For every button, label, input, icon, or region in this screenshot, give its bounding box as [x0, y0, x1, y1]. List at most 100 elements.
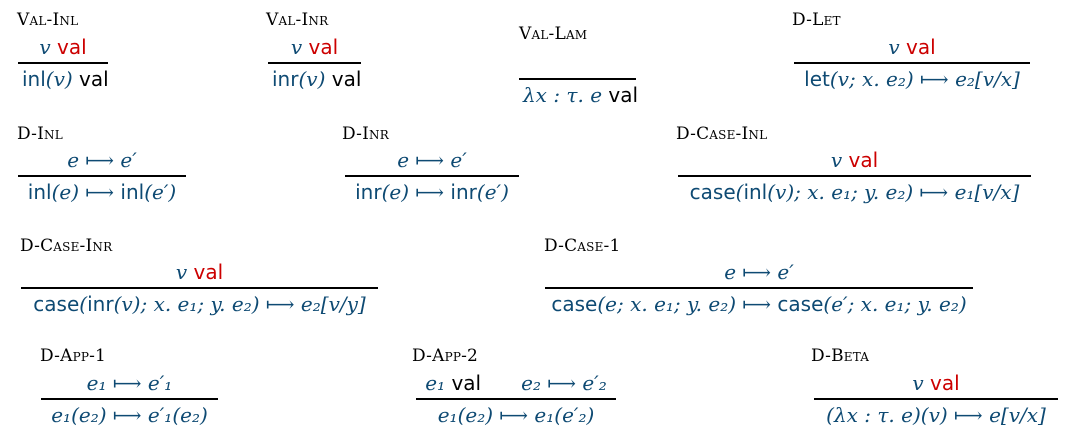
hypothesis: e ⟼ e′: [397, 145, 467, 175]
math-term: v: [912, 371, 924, 395]
keyword: inl: [27, 179, 52, 204]
rule-name: D-Beta: [811, 346, 870, 366]
math-term: (e′): [144, 179, 177, 204]
hypothesis: e₁ val: [425, 368, 481, 398]
conclusion: inr(v) val: [268, 64, 361, 94]
conclusion: let(v; x. e₂) ⟼ e₂[v/x]: [794, 64, 1030, 94]
inference-bar: [41, 398, 218, 400]
keyword: let: [804, 66, 830, 91]
rule-body: v val (λx : τ. e)(v) ⟼ e[v/x]: [814, 368, 1058, 430]
inference-bar: [416, 398, 616, 400]
rule-name: D-App-2: [412, 346, 479, 366]
math-term: v: [830, 148, 843, 172]
math-term: (e; x. e₁; y. e₂) ⟼: [597, 291, 778, 316]
rule-name: Val-Inl: [17, 10, 79, 30]
inference-bar: [519, 78, 636, 80]
premise: v val: [268, 32, 361, 62]
math-term: e ⟼ e′: [67, 148, 137, 172]
inference-bar: [268, 62, 361, 64]
keyword: inl: [743, 179, 768, 204]
val-judgment: val: [187, 260, 224, 284]
math-term: (v): [45, 66, 73, 91]
premise: v val: [814, 368, 1058, 398]
conclusion: inl(e) ⟼ inl(e′): [18, 177, 186, 207]
conclusion: case(inl(v); x. e₁; y. e₂) ⟼ e₁[v/x]: [678, 177, 1031, 207]
inference-bar: [678, 175, 1031, 177]
math-term: (λx : τ. e)(v) ⟼ e[v/x]: [826, 402, 1046, 427]
premise: [519, 48, 636, 78]
math-term: e₂ ⟼ e′₂: [521, 371, 607, 395]
hypothesis: v val: [912, 368, 959, 398]
keyword: inr: [87, 291, 114, 316]
rule-name: D-Case-Inl: [676, 124, 768, 144]
inference-bar: [21, 287, 378, 289]
math-term: (: [735, 179, 744, 204]
rule-name: D-Inr: [342, 124, 389, 144]
inference-bar: [18, 62, 108, 64]
premise: v val: [21, 257, 378, 287]
val-judgment: val: [302, 35, 339, 59]
hypothesis: v val: [39, 32, 86, 62]
val-judgment: val: [923, 371, 960, 395]
val-judgment: val: [899, 35, 936, 59]
val-judgment: val: [445, 371, 482, 395]
math-term: e₁ ⟼ e′₁: [86, 371, 173, 395]
premise: e₁ ⟼ e′₁: [41, 368, 218, 398]
hypothesis: e₁ ⟼ e′₁: [87, 368, 173, 398]
math-term: (: [79, 291, 88, 316]
math-term: e ⟼ e′: [397, 148, 467, 172]
rule-name: D-Let: [792, 10, 841, 30]
rule-body: e ⟼ e′case(e; x. e₁; y. e₂) ⟼ case(e′; x…: [545, 257, 973, 319]
inference-bar: [18, 175, 186, 177]
inference-bar: [345, 175, 519, 177]
inference-bar: [814, 398, 1058, 400]
math-term: (v): [298, 66, 326, 91]
hypothesis: v val: [888, 32, 935, 62]
rule-name: D-Case-Inr: [20, 236, 113, 256]
math-term: (v; x. e₂) ⟼ e₂[v/x]: [829, 66, 1020, 91]
val-judgment: val: [602, 82, 639, 107]
conclusion: case(inr(v); x. e₁; y. e₂) ⟼ e₂[v/y]: [21, 289, 378, 319]
hypothesis: v val: [176, 257, 223, 287]
rule-body: e ⟼ e′inl(e) ⟼ inl(e′): [18, 145, 186, 207]
math-term: v: [175, 260, 188, 284]
val-judgment: val: [72, 66, 109, 91]
premise: v val: [794, 32, 1030, 62]
rule-name: Val-Lam: [519, 24, 588, 44]
premise: e ⟼ e′: [545, 257, 973, 287]
math-term: v: [39, 35, 51, 59]
conclusion: e₁(e₂) ⟼ e′₁(e₂): [41, 400, 218, 430]
math-term: v: [290, 35, 303, 59]
rule-body: e ⟼ e′inr(e) ⟼ inr(e′): [345, 145, 519, 207]
conclusion: (λx : τ. e)(v) ⟼ e[v/x]: [814, 400, 1058, 430]
rule-body: λx : τ. e val: [519, 48, 639, 110]
val-judgment: val: [325, 66, 362, 91]
conclusion: λx : τ. e val: [519, 80, 639, 110]
math-term: (e′; x. e₁; y. e₂): [823, 291, 967, 316]
math-term: e₁(e₂) ⟼ e′₁(e₂): [51, 402, 208, 427]
keyword: case: [551, 291, 598, 316]
keyword: case: [777, 291, 824, 316]
hypothesis: e₂ ⟼ e′₂: [521, 368, 607, 398]
hypothesis: e ⟼ e′: [67, 145, 137, 175]
math-term: (e) ⟼: [51, 179, 121, 204]
hypothesis: e ⟼ e′: [724, 257, 794, 287]
rule-name: Val-Inr: [266, 10, 329, 30]
val-judgment: val: [842, 148, 879, 172]
premise: v val: [678, 145, 1031, 175]
rule-name: D-Case-1: [544, 236, 621, 256]
inference-bar: [794, 62, 1030, 64]
math-term: e ⟼ e′: [724, 260, 794, 284]
conclusion: case(e; x. e₁; y. e₂) ⟼ case(e′; x. e₁; …: [545, 289, 973, 319]
keyword: inl: [120, 179, 145, 204]
math-term: λx : τ. e: [523, 82, 603, 107]
keyword: inr: [272, 66, 299, 91]
keyword: inr: [355, 179, 382, 204]
math-term: (v); x. e₁; y. e₂) ⟼ e₂[v/y]: [113, 291, 366, 316]
conclusion: inl(v) val: [18, 64, 109, 94]
